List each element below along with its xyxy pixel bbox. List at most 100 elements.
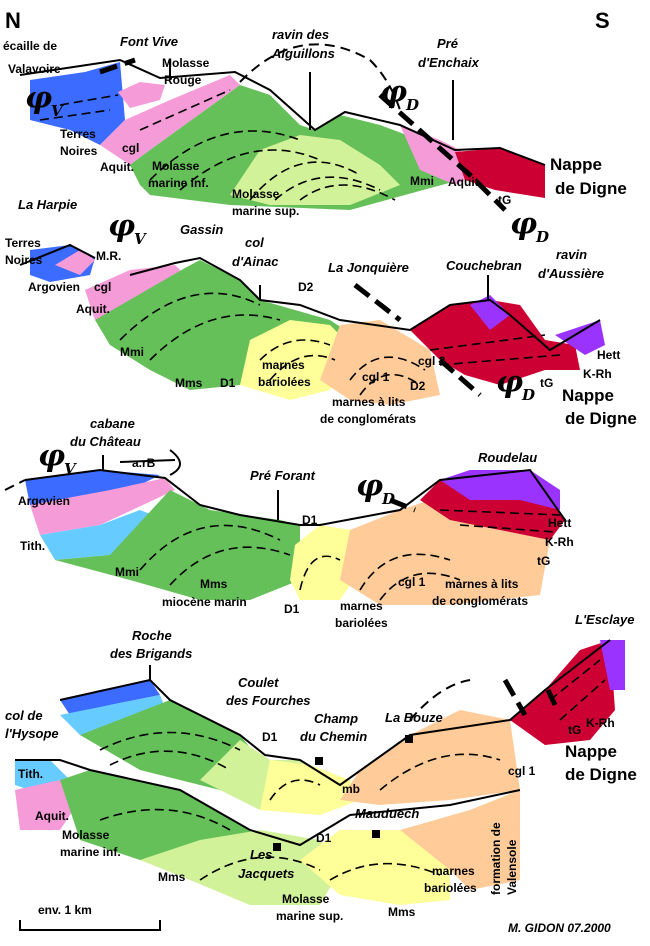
label: Terres <box>60 127 96 141</box>
label: D <box>381 490 395 508</box>
label: de Digne <box>565 409 637 428</box>
scale-bar <box>19 920 161 931</box>
green-3 <box>55 490 300 600</box>
label: Mms <box>175 376 203 390</box>
label: Molasse <box>62 828 110 842</box>
label: K-Rh <box>586 716 615 730</box>
label: Molasse <box>232 187 280 201</box>
label: Aquit. <box>448 175 482 189</box>
south-label: S <box>595 8 610 33</box>
molasse-rouge <box>118 82 165 108</box>
label: col de <box>5 708 43 723</box>
label: Hett <box>597 348 620 362</box>
label: cgl 1 <box>398 575 426 589</box>
label: du Chemin <box>300 729 367 744</box>
label: bariolées <box>424 881 477 895</box>
molasse-sup-lightgreen <box>230 135 400 205</box>
label: Les <box>250 847 272 862</box>
label: d'Enchaix <box>418 55 480 70</box>
section-2 <box>19 243 605 405</box>
label: Nappe <box>550 155 602 174</box>
label: Noires <box>5 253 43 267</box>
label: D2 <box>298 280 314 294</box>
label: V <box>51 102 64 120</box>
label: V <box>134 230 147 248</box>
label: Mmi <box>410 174 434 188</box>
label: Mmi <box>115 565 139 579</box>
purple-3 <box>440 470 560 510</box>
yellow-lower-4 <box>300 830 450 905</box>
label: tG <box>537 554 550 568</box>
label: Aiguillons <box>271 46 335 61</box>
label: Font Vive <box>120 34 178 49</box>
peach-lower-4 <box>400 790 520 890</box>
pink-left-4 <box>15 780 80 830</box>
label: marnes <box>262 358 305 372</box>
scale-label: env. 1 km <box>38 903 92 917</box>
cgl-peach-2 <box>320 320 440 405</box>
fault-phi-v-label: φ <box>108 209 135 244</box>
label: L'Esclaye <box>575 612 634 627</box>
label: La Jonquière <box>328 260 409 275</box>
label: Gassin <box>180 222 223 237</box>
blue-top-4 <box>60 680 160 715</box>
label: Hett <box>548 516 571 530</box>
nappe-4 <box>510 640 615 745</box>
label: ravin <box>556 247 587 262</box>
label: tG <box>540 376 553 390</box>
label: d'Aussière <box>538 266 604 281</box>
label: D1 <box>262 730 278 744</box>
north-label: N <box>5 8 21 33</box>
label: Aquit. <box>35 809 69 823</box>
label: mb <box>342 782 360 796</box>
label: Nappe <box>565 742 617 761</box>
label: ravin des <box>272 27 329 42</box>
label: de Digne <box>565 765 637 784</box>
peach-3 <box>340 500 550 605</box>
label: Valensole <box>505 839 519 895</box>
label: Mmi <box>120 345 144 359</box>
label: Noires <box>60 144 98 158</box>
label: D1 <box>284 602 300 616</box>
label: K-Rh <box>545 535 574 549</box>
label: D <box>405 96 419 114</box>
argovien-aquit <box>85 265 185 320</box>
label: bariolées <box>335 616 388 630</box>
label: l'Hysope <box>5 726 59 741</box>
label: Mms <box>388 905 416 919</box>
label: Roche <box>132 628 172 643</box>
label: cgl 1 <box>508 764 536 778</box>
section-1 <box>19 43 546 212</box>
section-4 <box>15 639 625 905</box>
label: marnes à lits <box>445 577 519 591</box>
label: Argovien <box>18 494 70 508</box>
label: Molasse <box>162 56 210 70</box>
label: La Bouze <box>385 710 443 725</box>
label: des Fourches <box>226 693 311 708</box>
purple-2b <box>555 320 605 355</box>
label: K-Rh <box>583 367 612 381</box>
label: Molasse <box>282 892 330 906</box>
label: D1 <box>302 513 318 527</box>
label: bariolées <box>258 375 311 389</box>
label: de conglomérats <box>320 412 416 426</box>
label: des Brigands <box>110 646 192 661</box>
label: tG <box>498 193 511 207</box>
fault-phi-v-label: φ <box>38 439 65 474</box>
label: Terres <box>5 236 41 250</box>
label: Tith. <box>18 767 43 781</box>
label: cgl <box>122 141 139 155</box>
section-3 <box>4 449 566 605</box>
nappe-2 <box>410 300 580 385</box>
label: Valavoire <box>8 62 61 76</box>
aquit-pink-right <box>400 125 475 185</box>
label: col <box>245 235 264 250</box>
label: Argovien <box>28 280 80 294</box>
fault-phi-v-label: φ <box>25 81 52 116</box>
lightgreen-lower-4 <box>140 830 340 905</box>
label: d'Ainac <box>232 254 279 269</box>
fault-phi-d-label: φ <box>496 365 523 400</box>
label: a.rB <box>132 456 156 470</box>
label: tG <box>568 723 581 737</box>
